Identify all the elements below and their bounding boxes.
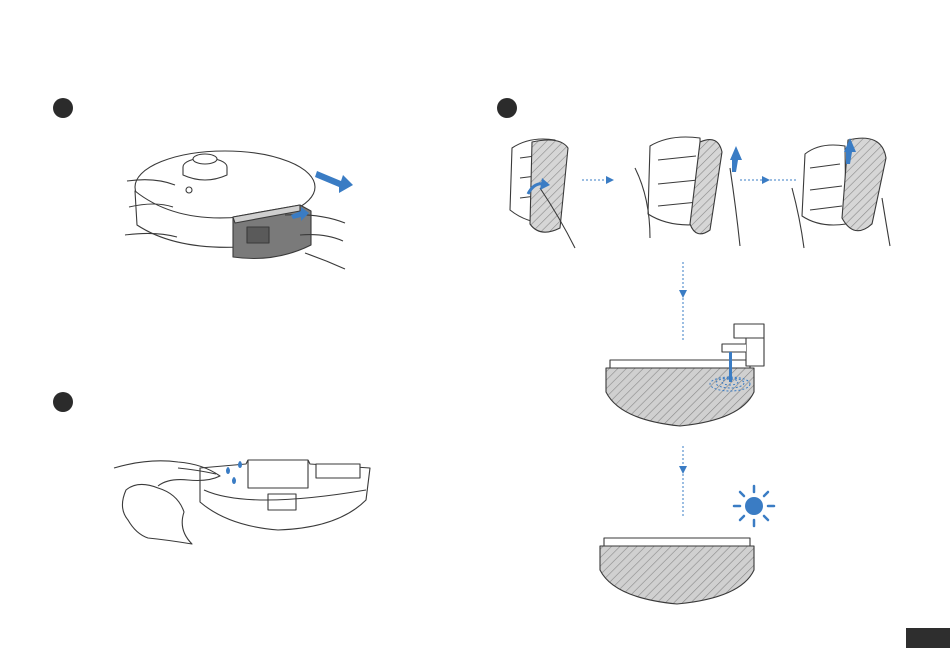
- rinse-mop-pad-illustration: [596, 322, 776, 432]
- remove-water-tank-illustration: [115, 145, 365, 275]
- sun-icon: [732, 484, 776, 528]
- step-3-marker: [53, 392, 73, 412]
- page-number-tab: [906, 628, 950, 648]
- step-2-marker: [497, 98, 517, 118]
- wipe-tank-illustration: [108, 450, 378, 550]
- detach-mop-pad-sequence-illustration: [500, 128, 900, 253]
- step-1-marker: [53, 98, 73, 118]
- dry-mop-pad-illustration: [596, 536, 766, 608]
- flow-connector-down-2: [676, 446, 690, 518]
